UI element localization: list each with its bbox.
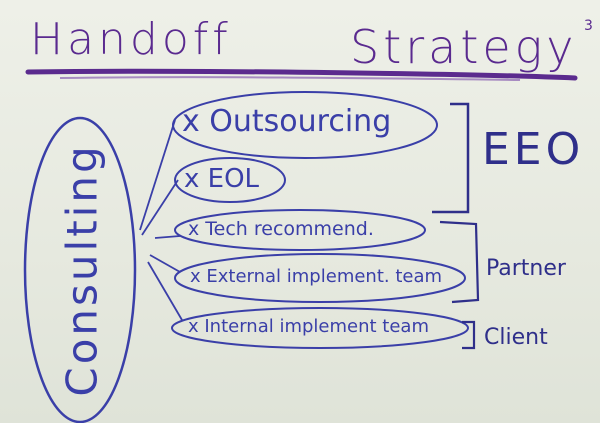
connector-line: [141, 179, 179, 236]
connector-line: [139, 119, 176, 231]
title-strategy: Strategy: [350, 20, 578, 74]
item-external-implement: x External implement. team: [190, 266, 443, 287]
item-oval-outsourcing: [172, 91, 438, 159]
connector-line: [154, 235, 181, 239]
item-outsourcing: x Outsourcing: [182, 104, 392, 139]
client-bracket: [462, 320, 476, 350]
title-handoff: Handoff: [30, 14, 232, 65]
item-oval-eol: [174, 157, 286, 203]
item-oval-tech: [174, 209, 426, 251]
label-client: Client: [484, 325, 548, 350]
consulting-oval: [23, 116, 137, 423]
corner-mark: 3: [584, 18, 593, 34]
item-oval-internal: [171, 307, 469, 349]
label-eeo: EEO: [482, 124, 585, 175]
connector-line: [149, 254, 181, 273]
connector-line: [147, 261, 183, 321]
label-partner: Partner: [486, 256, 566, 281]
item-eol: x EOL: [184, 164, 260, 194]
item-oval-external: [174, 253, 466, 303]
partner-bracket: [439, 220, 480, 304]
item-internal-implement: x Internal implement team: [188, 316, 429, 337]
consulting-label: Consulting: [57, 143, 107, 397]
title-underline: [25, 68, 578, 81]
item-tech-recommend: x Tech recommend.: [188, 218, 374, 240]
eeo-bracket: [432, 102, 470, 214]
